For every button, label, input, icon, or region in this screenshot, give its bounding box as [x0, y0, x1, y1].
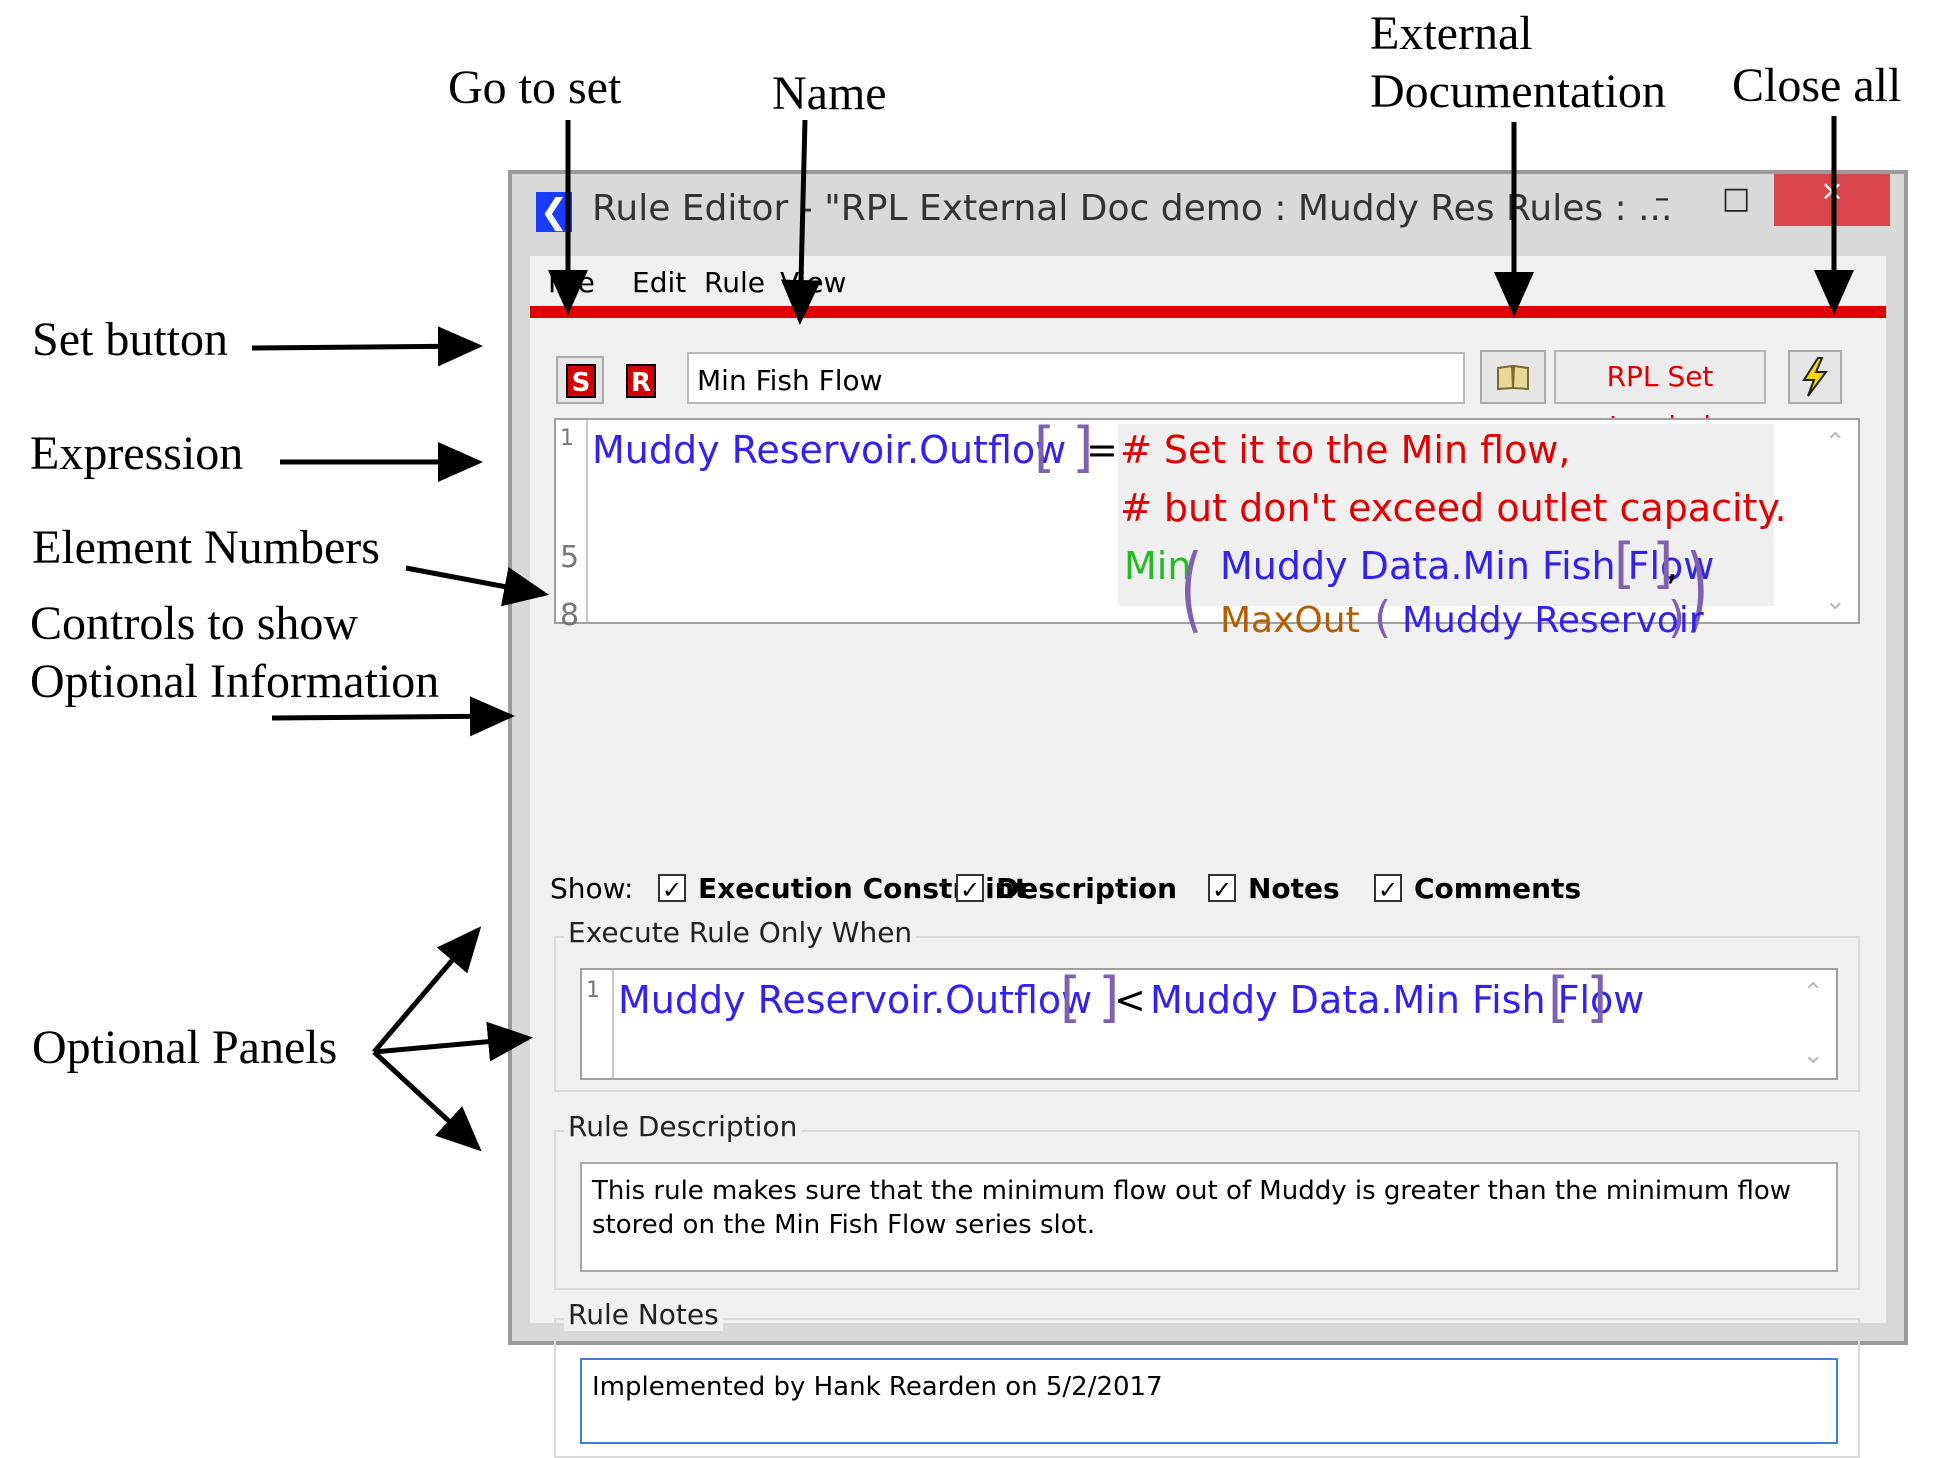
- rule-status-bar: [530, 306, 1886, 318]
- annotation-controls-line2: Optional Information: [30, 655, 440, 708]
- lightning-icon: [1802, 357, 1828, 397]
- expression-rhs-background: [1118, 424, 1774, 606]
- line-number: 1: [560, 426, 574, 451]
- close-all-button[interactable]: [1788, 350, 1842, 404]
- annotation-controls-line1: Controls to show: [30, 597, 359, 650]
- minimize-button[interactable]: –: [1654, 181, 1670, 216]
- annotation-optional-panels: Optional Panels: [32, 1021, 338, 1074]
- arrow: [251, 326, 483, 367]
- annotation-set-button: Set button: [32, 313, 229, 366]
- paren-open: (: [1374, 592, 1392, 643]
- title-bar[interactable]: ❮ Rule Editor - "RPL External Doc demo :…: [512, 174, 1904, 256]
- arrow: [373, 1021, 533, 1062]
- menu-edit[interactable]: Edit: [632, 266, 687, 299]
- index-brackets: [ ]: [1060, 966, 1120, 1029]
- function-maxout: MaxOut: [1220, 600, 1360, 641]
- comment-line: # Set it to the Min flow,: [1120, 428, 1571, 472]
- paren-open: (: [1180, 534, 1203, 643]
- rule-description-panel: [554, 1130, 1860, 1290]
- maximize-button[interactable]: □: [1721, 181, 1751, 216]
- rule-icon: R: [626, 364, 656, 398]
- rule-notes-title: Rule Notes: [564, 1298, 723, 1331]
- menu-bar: File Edit Rule View: [530, 256, 1886, 310]
- annotation-external-doc-line1: External: [1370, 7, 1533, 60]
- index-brackets: [ ]: [1548, 966, 1608, 1029]
- notes-checkbox[interactable]: ✓: [1208, 874, 1236, 904]
- book-icon: [1497, 364, 1529, 391]
- show-label: Show:: [550, 872, 634, 905]
- comma: ,: [1666, 544, 1679, 588]
- annotation-element-numbers: Element Numbers: [32, 521, 380, 574]
- annotation-close-all: Close all: [1732, 59, 1902, 112]
- set-icon: S: [566, 364, 596, 398]
- arrow: [781, 119, 821, 325]
- arrow: [405, 565, 549, 607]
- arrow: [372, 1050, 482, 1152]
- annotation-arrows: [251, 116, 1854, 1152]
- rule-notes-textbox[interactable]: Implemented by Hank Rearden on 5/2/2017: [580, 1358, 1838, 1444]
- annotation-expression: Expression: [30, 427, 244, 480]
- external-documentation-button[interactable]: [1480, 350, 1546, 404]
- execution-constraint-title: Execute Rule Only When: [564, 916, 917, 949]
- paren-close: ): [1686, 534, 1709, 643]
- index-brackets: [ ]: [1034, 416, 1094, 479]
- execution-constraint-editor[interactable]: 1 Muddy Reservoir.Outflow [ ] < Muddy Da…: [580, 966, 1838, 1080]
- scroll-up-icon[interactable]: ⌃: [1802, 978, 1824, 1008]
- annotation-external-doc-line2: Documentation: [1370, 65, 1666, 118]
- arrow: [271, 696, 515, 737]
- min-arg1: Muddy Data.Min Fish Flow: [1220, 544, 1715, 588]
- constraint-rhs: Muddy Data.Min Fish Flow: [1150, 978, 1645, 1022]
- rule-button[interactable]: R: [616, 356, 664, 404]
- function-min: Min: [1124, 544, 1192, 588]
- less-than-operator: <: [1114, 978, 1146, 1022]
- menu-rule[interactable]: Rule: [704, 266, 765, 299]
- rule-description-title: Rule Description: [564, 1110, 802, 1143]
- comments-checkbox[interactable]: ✓: [1374, 874, 1402, 904]
- window-title: Rule Editor - "RPL External Doc demo : M…: [592, 188, 1673, 229]
- scroll-up-icon[interactable]: ⌃: [1824, 428, 1846, 458]
- annotation-go-to-set: Go to set: [448, 61, 622, 114]
- notes-label: Notes: [1248, 872, 1340, 905]
- line-number: 5: [560, 540, 580, 575]
- rule-description-textbox[interactable]: This rule makes sure that the minimum fl…: [580, 1162, 1838, 1272]
- line-number: 8: [560, 598, 580, 633]
- line-number: 1: [586, 978, 600, 1003]
- arrow: [372, 926, 482, 1054]
- execution-gutter: 1: [582, 970, 614, 1078]
- expression-editor[interactable]: 1 5 8 Muddy Reservoir.Outflow [ ] = # Se…: [554, 416, 1860, 643]
- rule-name-input[interactable]: Min Fish Flow: [687, 352, 1465, 404]
- comment-line: # but don't exceed outlet capacity.: [1120, 486, 1787, 530]
- paren-close: ): [1668, 592, 1686, 643]
- index-brackets: [ ]: [1614, 532, 1674, 595]
- constraint-lhs: Muddy Reservoir.Outflow: [618, 978, 1093, 1022]
- scroll-down-icon[interactable]: ⌄: [1802, 1040, 1824, 1070]
- execution-constraint-panel: [554, 936, 1860, 1092]
- go-to-set-button[interactable]: S: [556, 356, 604, 404]
- equals-sign: =: [1086, 428, 1118, 472]
- comments-label: Comments: [1414, 872, 1582, 905]
- description-checkbox[interactable]: ✓: [956, 874, 984, 904]
- scroll-down-icon[interactable]: ⌄: [1824, 586, 1846, 616]
- expression-lhs: Muddy Reservoir.Outflow: [592, 428, 1067, 472]
- expression-gutter: 1 5 8: [556, 420, 588, 633]
- execution-constraint-checkbox[interactable]: ✓: [658, 874, 686, 904]
- description-label: Description: [996, 872, 1178, 905]
- annotation-name: Name: [772, 67, 887, 120]
- maxout-arg: Muddy Reservoir: [1402, 600, 1704, 641]
